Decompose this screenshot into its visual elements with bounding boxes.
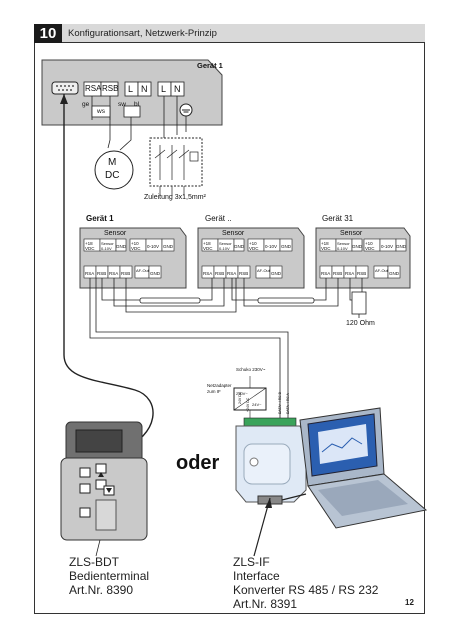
bdt-desc: Bedienterminal <box>69 569 150 583</box>
green-connector-icon <box>243 417 297 427</box>
dev2-upper-sensor: Sensor 0-10V <box>219 241 232 251</box>
bdt-cable <box>63 94 154 451</box>
section-number: 10 <box>34 24 62 43</box>
dev2-upper-gnd: GND <box>234 244 244 249</box>
device-31-sensor: Sensor <box>340 230 363 237</box>
dev2-upper-10vdc: +10 VDC <box>249 241 259 251</box>
device-31-housing <box>315 227 411 289</box>
dev1-upper-gnd: GND <box>116 244 126 249</box>
adapter-vout: 24V~ <box>252 402 262 407</box>
adapter-wire-data-minus: DATA- / RS A <box>286 393 290 414</box>
terminal-n1: N <box>141 84 148 94</box>
section-title: Konfigurationsart, Netzwerk-Prinzip <box>68 28 217 39</box>
wire-label-ge: ge <box>82 101 90 108</box>
dev31-lower-rsb: RSB <box>333 271 343 276</box>
terminal-n2: N <box>174 84 181 94</box>
wire-label-sw: sw <box>118 101 126 108</box>
breaker-switches <box>154 145 199 196</box>
bus-cables <box>101 278 367 318</box>
serial-port-icon <box>51 81 79 95</box>
dev31-upper-gnd: GND <box>352 244 362 249</box>
device-2-title: Gerät .. <box>205 214 232 223</box>
dev31-upper-18vdc: +18 VDC <box>321 241 331 251</box>
device-top-title: Gerät 1 <box>197 61 223 70</box>
top-terminals <box>83 81 185 97</box>
dev1-lower-gnd: GND <box>150 271 160 276</box>
supply-label: Zuleitung 3x1,5mm² <box>144 194 206 201</box>
dev1-upper-10vdc: +10 VDC <box>131 241 141 251</box>
dev31-lower-rsa: RSA <box>321 271 331 276</box>
dev2-upper-18vdc: +18 VDC <box>203 241 213 251</box>
motor-label-m: M <box>108 157 117 168</box>
device-31-title: Gerät 31 <box>322 214 354 223</box>
device-2-housing <box>197 227 305 289</box>
bdt-artnr: Art.Nr. 8390 <box>69 583 134 597</box>
terminal-rsa: RSA <box>85 84 102 93</box>
motor-label-dc: DC <box>105 170 120 181</box>
terminal-l2: L <box>161 84 167 94</box>
adapter-wire-24vdc: 24V DC <box>238 391 242 404</box>
dev2-upper-gnd2: GND <box>281 244 291 249</box>
device-2-sensor: Sensor <box>222 230 245 237</box>
if-converter: Konverter RS 485 / RS 232 <box>233 583 379 597</box>
dev31-upper-gnd2: GND <box>396 244 406 249</box>
dev1-lower-rsa2: RSA <box>109 271 119 276</box>
dev2-lower-gnd: GND <box>271 271 281 276</box>
dev1-lower-afout: AF-Out <box>136 268 149 273</box>
dev31-lower-rsa2: RSA <box>345 271 355 276</box>
dev2-lower-rsa: RSA <box>203 271 213 276</box>
bdt-name: ZLS-BDT <box>69 555 120 569</box>
breaker-box <box>149 137 203 187</box>
dev31-upper-10vdc: +10 VDC <box>365 241 375 251</box>
page-number: 12 <box>405 598 414 607</box>
dev1-lower-rsb2: RSB <box>121 271 131 276</box>
dev2-lower-rsa2: RSA <box>227 271 237 276</box>
adapter-wire-plus24vdc: +24V DC <box>246 397 250 412</box>
adapter-wire-data-plus: DATA+ / RS B <box>278 392 282 414</box>
wire-label-ws: ws <box>97 108 105 115</box>
dev31-lower-afout: AF-Out <box>375 268 388 273</box>
adapter-vin: 230V~ <box>236 391 248 396</box>
dev31-upper-010v: 0-10V <box>381 244 394 249</box>
device-1-sensor: Sensor <box>104 230 127 237</box>
serial-pins <box>56 85 74 91</box>
motor-icon <box>94 150 134 190</box>
motor-wires <box>91 96 187 151</box>
dev31-lower-rsb2: RSB <box>357 271 367 276</box>
wire-label-bl: bl <box>134 101 140 108</box>
dev2-lower-afout: AF-Out <box>257 268 270 273</box>
terminal-l1: L <box>128 84 134 94</box>
dev2-upper-010v: 0-10V <box>265 244 278 249</box>
adapter-side-label: Netzadapter zum IF <box>207 383 232 394</box>
dev1-lower-rsb: RSB <box>97 271 107 276</box>
if-desc: Interface <box>233 569 280 583</box>
if-name: ZLS-IF <box>233 555 270 569</box>
dev1-upper-sensor: Sensor 0-10V <box>101 241 114 251</box>
dev1-upper-010v: 0-10V <box>147 244 160 249</box>
laptop-icon <box>281 407 428 529</box>
interface-device-icon <box>233 376 307 505</box>
bdt-pointer <box>95 539 101 557</box>
adapter-top-label: Schuko 230V~ <box>236 367 266 372</box>
interface-bus-lines <box>89 278 289 422</box>
dev31-lower-gnd: GND <box>389 271 399 276</box>
dev1-upper-18vdc: +18 VDC <box>85 241 95 251</box>
terminal-strips <box>83 238 407 279</box>
dev2-lower-rsb2: RSB <box>239 271 249 276</box>
dev1-lower-rsa: RSA <box>85 271 95 276</box>
section-header <box>34 24 425 43</box>
terminal-rsb: RSB <box>102 84 119 93</box>
oder-label: oder <box>176 452 220 474</box>
dev1-upper-gnd2: GND <box>163 244 173 249</box>
device-1-title: Gerät 1 <box>86 214 114 223</box>
dev31-upper-sensor: Sensor 0-10V <box>337 241 350 251</box>
bdt-device-icon <box>60 421 148 541</box>
if-artnr: Art.Nr. 8391 <box>233 597 298 611</box>
dev2-lower-rsb: RSB <box>215 271 225 276</box>
resistor-label: 120 Ohm <box>346 320 375 327</box>
